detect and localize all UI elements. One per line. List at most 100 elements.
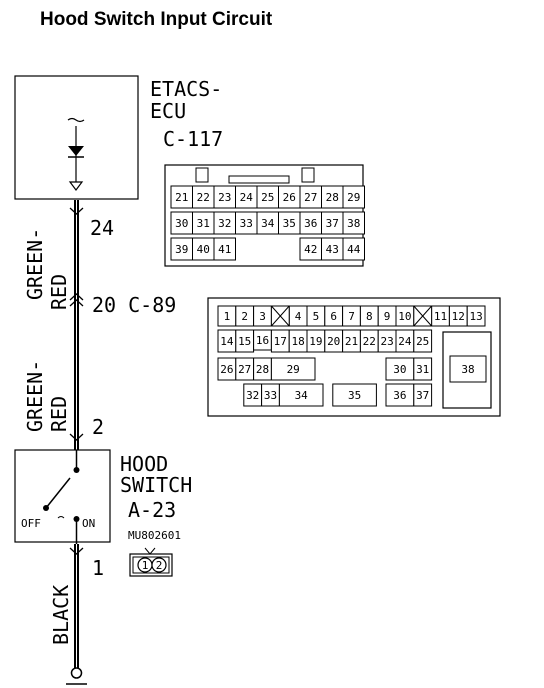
c89-pin-4: 4 — [288, 305, 308, 327]
c89-pin-32: 32 — [243, 383, 263, 407]
svg-text:14: 14 — [220, 335, 234, 348]
c117-pin-25: 25 — [256, 185, 279, 209]
switch-pin-1: 1 — [92, 556, 104, 580]
c89-pin-25: 25 — [413, 329, 433, 353]
svg-text:24: 24 — [240, 191, 254, 204]
svg-text:33: 33 — [240, 217, 253, 230]
c89-pin-11: 11 — [431, 305, 450, 327]
c89-pin-28: 28 — [253, 357, 272, 381]
c89-pin-13: 13 — [466, 305, 486, 327]
svg-text:32: 32 — [246, 389, 259, 402]
c117-pin-21: 21 — [170, 185, 193, 209]
svg-text:26: 26 — [283, 191, 296, 204]
ground-terminal — [66, 667, 87, 685]
svg-text:12: 12 — [452, 310, 465, 323]
c89-blank-cavity — [413, 305, 433, 327]
c89-pin-14: 14 — [217, 329, 237, 353]
svg-text:27: 27 — [304, 191, 317, 204]
svg-text:26: 26 — [220, 363, 233, 376]
c117-pin-40: 40 — [192, 237, 215, 261]
middle-wire-color-line2: RED — [47, 396, 71, 432]
middle-wire-color-line1: GREEN- — [23, 360, 47, 432]
svg-text:21: 21 — [175, 191, 188, 204]
c89-pin-9: 9 — [377, 305, 397, 327]
c117-pin-24: 24 — [235, 185, 258, 209]
hood-switch-box — [14, 449, 111, 543]
svg-text:2: 2 — [241, 310, 248, 323]
c117-pin-29: 29 — [342, 185, 365, 209]
svg-text:22: 22 — [197, 191, 210, 204]
plug-pin-2: 2 — [156, 559, 163, 572]
c89-pin-22: 22 — [359, 329, 379, 353]
svg-text:21: 21 — [345, 335, 358, 348]
svg-text:30: 30 — [393, 363, 406, 376]
svg-text:6: 6 — [330, 310, 337, 323]
svg-text:38: 38 — [461, 363, 474, 376]
ecu-label-line1: ETACS- — [150, 77, 222, 101]
svg-text:31: 31 — [197, 217, 210, 230]
svg-text:29: 29 — [347, 191, 360, 204]
c89-pin-35: 35 — [332, 383, 377, 407]
lower-wire-color: BLACK — [49, 585, 73, 645]
c89-pin-6: 6 — [324, 305, 344, 327]
c89-pin-26: 26 — [217, 357, 237, 381]
c89-pin-5: 5 — [306, 305, 326, 327]
upper-wire-color-line2: RED — [47, 274, 71, 310]
svg-text:27: 27 — [238, 363, 251, 376]
svg-text:13: 13 — [469, 310, 482, 323]
switch-connector-label: A-23 — [128, 498, 176, 522]
c89-pin-12: 12 — [448, 305, 468, 327]
c117-pin-37: 37 — [321, 211, 344, 235]
svg-text:23: 23 — [218, 191, 231, 204]
svg-text:44: 44 — [347, 243, 361, 256]
svg-text:42: 42 — [304, 243, 317, 256]
c117-pin-42: 42 — [299, 237, 322, 261]
c89-pin-18: 18 — [288, 329, 308, 353]
c89-blank-cavity — [270, 305, 290, 327]
svg-text:10: 10 — [398, 310, 411, 323]
svg-text:18: 18 — [291, 335, 304, 348]
c89-pin-31: 31 — [413, 357, 433, 381]
c117-pin-30: 30 — [170, 211, 193, 235]
c89-pin-33: 33 — [261, 383, 280, 407]
c117-pin-39: 39 — [170, 237, 193, 261]
c89-pin-10: 10 — [395, 305, 415, 327]
switch-symbol — [43, 450, 80, 544]
svg-text:3: 3 — [259, 310, 266, 323]
svg-text:28: 28 — [256, 363, 269, 376]
svg-text:35: 35 — [348, 389, 361, 402]
svg-text:32: 32 — [218, 217, 231, 230]
svg-text:37: 37 — [416, 389, 429, 402]
c89-pin-19: 19 — [306, 329, 326, 353]
c89-pin-29: 29 — [270, 357, 316, 381]
switch-off-label: OFF — [21, 517, 41, 530]
ecu-internal-symbol — [67, 117, 85, 191]
c117-pin-32: 32 — [213, 211, 236, 235]
svg-text:1: 1 — [224, 310, 231, 323]
svg-text:38: 38 — [347, 217, 360, 230]
svg-text:7: 7 — [348, 310, 355, 323]
svg-text:15: 15 — [238, 335, 251, 348]
switch-label-line2: SWITCH — [120, 473, 192, 497]
c117-pin-28: 28 — [321, 185, 344, 209]
c117-pin-34: 34 — [256, 211, 279, 235]
c89-pin-7: 7 — [342, 305, 361, 327]
svg-text:9: 9 — [384, 310, 391, 323]
c117-pin-22: 22 — [192, 185, 215, 209]
svg-text:8: 8 — [366, 310, 373, 323]
c89-pin-38: 38 — [449, 355, 487, 383]
c117-pin-38: 38 — [342, 211, 365, 235]
svg-text:33: 33 — [264, 389, 277, 402]
switch-part-number: MU802601 — [128, 529, 181, 542]
c117-pin-44: 44 — [342, 237, 365, 261]
svg-text:40: 40 — [197, 243, 210, 256]
c89-pin-34: 34 — [278, 383, 324, 407]
c89-pin-2: 2 — [235, 305, 255, 327]
c117-pin-36: 36 — [299, 211, 322, 235]
c89-pin-16: 16 — [253, 329, 272, 351]
svg-text:11: 11 — [434, 310, 447, 323]
svg-text:22: 22 — [363, 335, 376, 348]
